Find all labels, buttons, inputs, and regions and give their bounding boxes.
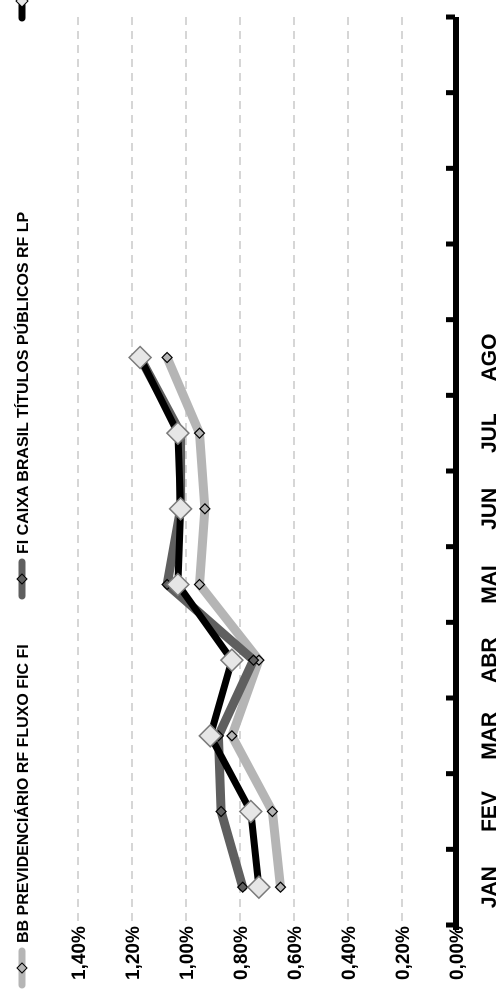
value-tick-label: 1,20% [123, 926, 144, 980]
data-point [215, 805, 227, 818]
value-tick-label: 0,00% [447, 926, 468, 980]
category-label: JUL [478, 413, 500, 453]
data-point [128, 345, 153, 370]
legend-label: BB PREVIDENCIÁRIO RF FLUXO FIC FI [13, 644, 32, 943]
data-point [219, 648, 244, 673]
category-label: AGO [478, 334, 500, 382]
value-tick-label: 1,40% [69, 926, 90, 980]
data-point [246, 875, 271, 900]
data-point [266, 805, 279, 818]
data-point [165, 572, 190, 597]
series-line [162, 353, 285, 892]
value-tick-label: 0,80% [231, 926, 252, 980]
data-point [236, 881, 249, 894]
gridlines [77, 17, 403, 925]
tick-labels: 0,00% 0,20% 0,40% 0,60% 0,80% 1,00% 1,20% 1,40%… [69, 334, 500, 980]
category-label: JUN [478, 488, 500, 530]
data-point [193, 427, 206, 440]
category-label: FEV [478, 791, 500, 832]
series-line [136, 354, 263, 891]
legend-marker [16, 962, 28, 974]
data-point [168, 496, 193, 521]
data-point [198, 723, 223, 748]
value-tick-label: 0,20% [393, 926, 414, 980]
data-point [226, 729, 238, 742]
series-group [128, 345, 287, 900]
data-point [193, 578, 206, 591]
category-label: ABR [478, 637, 500, 683]
data-point [199, 502, 211, 515]
category-label: MAI [478, 565, 500, 604]
legend-label: FI CAIXA BRASIL TÍTULOS PÚBLICOS RF LP [13, 211, 32, 554]
data-point [238, 799, 263, 824]
axes [446, 14, 459, 930]
category-label: MAR [478, 712, 500, 760]
legend-marker [16, 573, 28, 585]
data-point [247, 654, 260, 667]
value-tick-label: 1,00% [177, 926, 198, 980]
category-label: JAN [478, 866, 500, 908]
data-point [274, 881, 287, 894]
data-point [161, 351, 173, 364]
legend: BB PREVIDENCIÁRIO RF FLUXO FIC FI FI CAIX… [13, 0, 32, 989]
data-point [165, 421, 190, 446]
value-tick-label: 0,40% [339, 926, 360, 980]
legend-marker [15, 0, 29, 8]
value-tick-label: 0,60% [285, 926, 306, 980]
